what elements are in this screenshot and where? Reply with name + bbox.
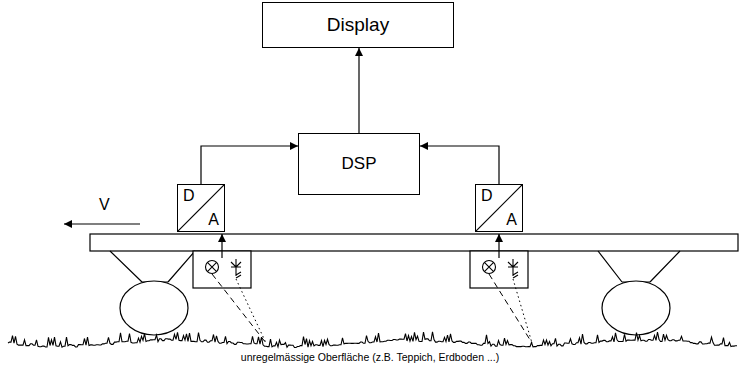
signal-connector [420, 146, 499, 184]
converter-box: DA [475, 184, 523, 232]
box-label: Display [327, 14, 389, 36]
surface-caption: unregelmässige Oberfläche (z.B. Teppich,… [239, 351, 501, 363]
converter-letter: D [481, 187, 493, 205]
signal-connector [358, 48, 359, 133]
wheel-mount [110, 251, 195, 282]
converter-box: DA [177, 184, 225, 232]
converter-letter: D [183, 187, 195, 205]
signal-arrow [498, 234, 499, 258]
reflected-ray [236, 279, 266, 343]
reflected-ray [513, 279, 532, 343]
velocity-label: V [97, 196, 112, 214]
signal-arrow [221, 234, 222, 258]
photodiode-symbol [231, 259, 518, 278]
ground-surface [8, 332, 737, 348]
display-box: Display [262, 2, 454, 48]
converter-letter: A [506, 211, 517, 229]
lamp-symbol [206, 261, 496, 274]
platform-bar [90, 234, 738, 251]
light-ray [489, 274, 532, 343]
converter-letter: A [208, 211, 219, 229]
light-ray [212, 274, 266, 343]
velocity-arrow [64, 223, 140, 224]
wheel-mount [598, 251, 680, 282]
processor-box: DSP [298, 133, 420, 195]
signal-connector [201, 146, 298, 184]
box-label: DSP [342, 154, 377, 174]
wheel [602, 281, 670, 335]
wheel [120, 281, 188, 335]
